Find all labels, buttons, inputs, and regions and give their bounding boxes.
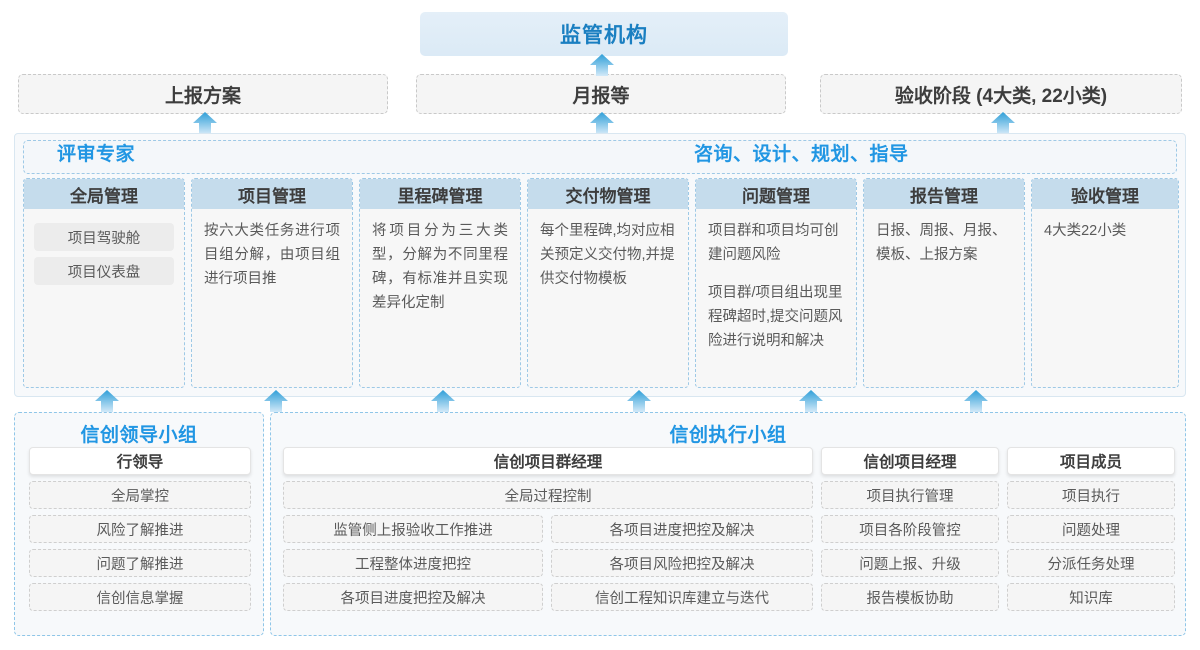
capability-column-deliverable: 交付物管理 每个里程碑,均对应相关预定义交付物,并提供交付物模板 — [527, 178, 689, 388]
arrow-up-to-monthly — [589, 112, 615, 134]
report-box-monthly-label: 月报等 — [572, 85, 630, 107]
capability-column-issue: 问题管理 项目群和项目均可创建问题风险 项目群/项目组出现里程碑超时,提交问题风… — [695, 178, 857, 388]
task-item: 问题了解推进 — [29, 549, 251, 577]
arrow-up-exec-group-4 — [798, 390, 824, 412]
capability-column-global-title: 全局管理 — [24, 179, 184, 209]
task-item: 信创信息掌握 — [29, 583, 251, 611]
capability-header-bar — [23, 140, 1177, 174]
capability-column-milestone: 里程碑管理 将项目分为三大类型，分解为不同里程碑，有标准并且实现差异化定制 — [359, 178, 521, 388]
capability-column-acceptance-title: 验收管理 — [1032, 179, 1178, 209]
report-box-plan: 上报方案 — [18, 74, 388, 114]
task-item: 项目各阶段管控 — [821, 515, 999, 543]
arrow-up-exec-group-3 — [626, 390, 652, 412]
leadership-group-title: 信创领导小组 — [80, 425, 198, 446]
execution-group-title: 信创执行小组 — [669, 425, 787, 446]
task-item: 风险了解推进 — [29, 515, 251, 543]
task-item: 各项目进度把控及解决 — [283, 583, 543, 611]
capability-pill: 项目仪表盘 — [34, 257, 174, 285]
report-box-acceptance-label: 验收阶段 (4大类, 22小类) — [894, 85, 1108, 107]
task-item: 各项目风险把控及解决 — [551, 549, 813, 577]
task-item: 知识库 — [1007, 583, 1175, 611]
arrow-up-exec-group-5 — [963, 390, 989, 412]
task-item: 工程整体进度把控 — [283, 549, 543, 577]
capability-text: 按六大类任务进行项目组分解，由项目组进行项目推 — [204, 223, 340, 287]
task-item: 问题处理 — [1007, 515, 1175, 543]
role-card-project-manager-label: 信创项目经理 — [863, 454, 957, 471]
arrow-up-leader-group — [94, 390, 120, 412]
role-card-project-member: 项目成员 — [1007, 447, 1175, 475]
leadership-group-panel: 信创领导小组 行领导 全局掌控 风险了解推进 问题了解推进 信创信息掌握 — [14, 412, 264, 636]
arrow-up-to-plan — [192, 112, 218, 134]
task-item: 全局过程控制 — [283, 481, 813, 509]
capability-column-acceptance: 验收管理 4大类22小类 — [1031, 178, 1179, 388]
capability-column-deliverable-title: 交付物管理 — [528, 179, 688, 209]
execution-group-panel: 信创执行小组 信创项目群经理 全局过程控制 监管侧上报验收工作推进 工程整体进度… — [270, 412, 1186, 636]
task-item: 全局掌控 — [29, 481, 251, 509]
report-box-acceptance: 验收阶段 (4大类, 22小类) — [820, 74, 1182, 114]
report-box-plan-label: 上报方案 — [164, 85, 241, 107]
role-card-bank-leader-label: 行领导 — [116, 454, 164, 471]
capability-text: 日报、周报、月报、模板、上报方案 — [876, 223, 1007, 263]
capability-column-milestone-title: 里程碑管理 — [360, 179, 520, 209]
capability-text: 项目群和项目均可创建问题风险 — [708, 223, 839, 263]
consulting-label: 咨询、设计、规划、指导 — [694, 144, 909, 165]
capability-pill: 项目驾驶舱 — [34, 223, 174, 251]
capability-column-project-title: 项目管理 — [192, 179, 352, 209]
capability-text: 每个里程碑,均对应相关预定义交付物,并提供交付物模板 — [540, 223, 675, 287]
task-item: 分派任务处理 — [1007, 549, 1175, 577]
task-item: 监管侧上报验收工作推进 — [283, 515, 543, 543]
task-item: 项目执行 — [1007, 481, 1175, 509]
regulator-box: 监管机构 — [420, 12, 788, 56]
report-box-monthly: 月报等 — [416, 74, 786, 114]
arrow-up-to-acceptance — [990, 112, 1016, 134]
role-card-bank-leader: 行领导 — [29, 447, 251, 475]
capability-text: 4大类22小类 — [1044, 223, 1127, 239]
capability-panel: 评审专家 咨询、设计、规划、指导 全局管理 项目驾驶舱 项目仪表盘 项目管理 按… — [14, 133, 1186, 397]
role-card-project-member-label: 项目成员 — [1059, 454, 1122, 471]
task-item: 信创工程知识库建立与迭代 — [551, 583, 813, 611]
capability-column-report: 报告管理 日报、周报、月报、模板、上报方案 — [863, 178, 1025, 388]
arrow-up-exec-group-2 — [430, 390, 456, 412]
capability-column-issue-title: 问题管理 — [696, 179, 856, 209]
capability-column-project: 项目管理 按六大类任务进行项目组分解，由项目组进行项目推 — [191, 178, 353, 388]
role-card-project-manager: 信创项目经理 — [821, 447, 999, 475]
expert-label: 评审专家 — [57, 144, 136, 165]
arrow-up-exec-group-1 — [263, 390, 289, 412]
capability-column-report-title: 报告管理 — [864, 179, 1024, 209]
capability-text: 将项目分为三大类型，分解为不同里程碑，有标准并且实现差异化定制 — [372, 223, 508, 311]
regulator-label: 监管机构 — [560, 24, 648, 47]
task-item: 问题上报、升级 — [821, 549, 999, 577]
capability-text: 项目群/项目组出现里程碑超时,提交问题风险进行说明和解决 — [708, 285, 843, 349]
capability-column-global: 全局管理 项目驾驶舱 项目仪表盘 — [23, 178, 185, 388]
role-card-program-manager: 信创项目群经理 — [283, 447, 813, 475]
task-item: 各项目进度把控及解决 — [551, 515, 813, 543]
task-item: 报告模板协助 — [821, 583, 999, 611]
arrow-up-monthly-to-regulator — [589, 54, 615, 76]
role-card-program-manager-label: 信创项目群经理 — [493, 454, 603, 471]
task-item: 项目执行管理 — [821, 481, 999, 509]
